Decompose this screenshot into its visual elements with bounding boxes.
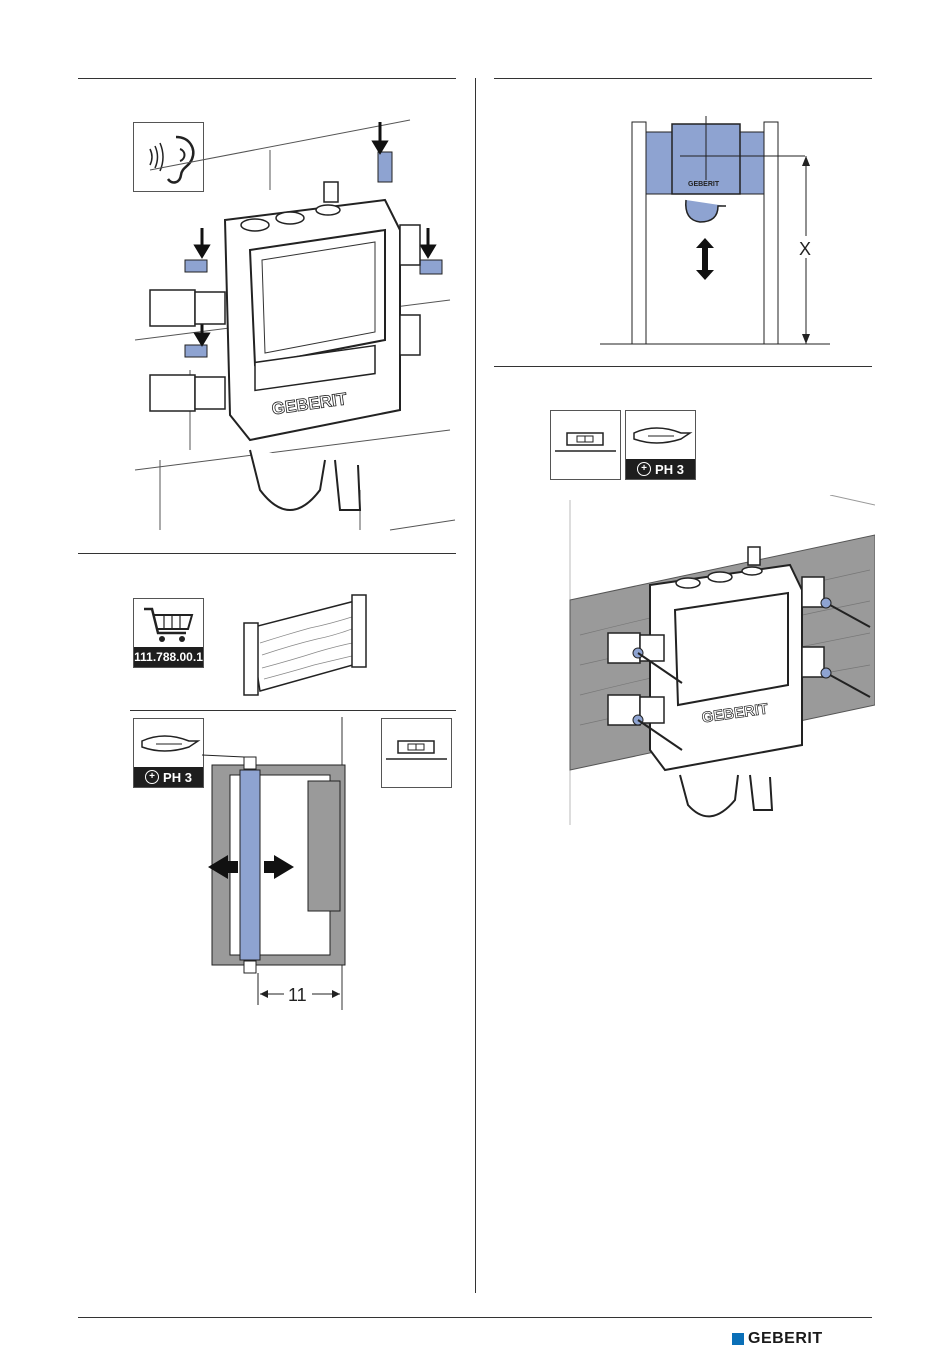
phillips-screwdriver-icon — [626, 411, 695, 459]
ph3-text-right: PH 3 — [655, 462, 684, 477]
section-rule-left-2 — [130, 710, 456, 711]
illustration-mounting-board — [240, 593, 380, 698]
section-rule-left-1 — [78, 553, 456, 554]
footer-brand-logo: GEBERIT — [732, 1330, 823, 1348]
brand-square-icon — [732, 1333, 744, 1345]
box-brand-label-2: GEBERIT — [688, 181, 720, 188]
phillips-plus-icon: + — [145, 770, 159, 784]
footer-rule — [78, 1317, 872, 1318]
screwdriver-icon-box-left: + PH 3 — [133, 718, 204, 788]
level-icon-box-right — [550, 410, 621, 480]
spirit-level-icon — [551, 411, 620, 479]
ph3-text-left: PH 3 — [163, 770, 192, 785]
screwdriver-icon-box-right: + PH 3 — [625, 410, 696, 480]
section-rule-right-1 — [494, 366, 872, 367]
illustration-box-on-board: GEBERIT — [540, 495, 875, 825]
ph3-label-right: + PH 3 — [626, 459, 695, 479]
footer-brand-text: GEBERIT — [748, 1330, 823, 1348]
phillips-plus-icon: + — [637, 462, 651, 476]
phillips-screwdriver-icon — [134, 719, 203, 767]
ph3-label-left: + PH 3 — [134, 767, 203, 787]
top-rule-right — [494, 78, 872, 79]
shopping-cart-icon — [134, 599, 203, 647]
top-rule-left — [78, 78, 456, 79]
article-number: 111.788.00.1 — [134, 647, 203, 667]
level-icon-box-left — [381, 718, 452, 788]
illustration-box-with-clips: GEBERIT — [130, 110, 460, 540]
dimension-x-label: X — [799, 239, 811, 259]
illustration-frame-adjust: 11 — [200, 715, 350, 1010]
spirit-level-icon — [382, 719, 451, 787]
column-divider — [475, 78, 476, 1293]
dimension-11-label: 11 — [288, 985, 307, 1005]
illustration-height-x: GEBERIT X — [600, 110, 830, 350]
cart-icon-box: 111.788.00.1 — [133, 598, 204, 668]
